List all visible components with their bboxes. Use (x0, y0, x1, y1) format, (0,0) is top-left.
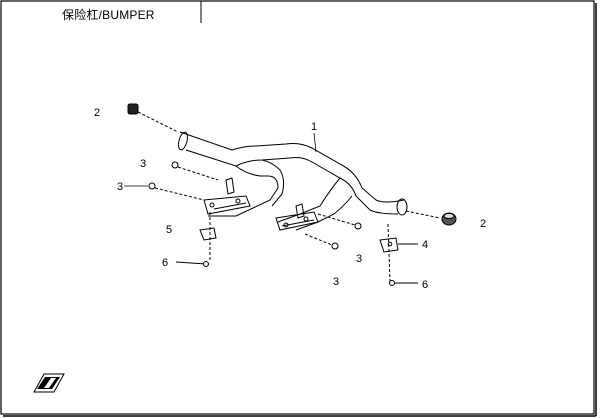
callout-1: 1 (311, 121, 317, 133)
callout-2-left: 2 (94, 107, 100, 119)
callout-3-left: 3 (117, 181, 123, 193)
bolt-mid (304, 233, 339, 250)
callout-3-upper: 3 (140, 158, 146, 170)
bolt-upper (171, 161, 219, 181)
callout-3-mid: 3 (356, 253, 362, 265)
bolt-left (148, 182, 205, 201)
pin-right (389, 280, 418, 286)
bracket-left (199, 212, 217, 262)
end-cap-right (405, 210, 457, 226)
end-cap-left (127, 103, 179, 133)
bracket-right (379, 223, 418, 283)
page-title: 保险杠/BUMPER (62, 8, 155, 22)
callout-2-right: 2 (480, 218, 486, 230)
pin-left (175, 261, 209, 267)
callout-6-right: 6 (422, 279, 428, 291)
callout-4: 4 (422, 239, 428, 251)
callout-3-lower: 3 (333, 276, 339, 288)
cfmoto-logo (33, 373, 65, 393)
bumper-tube (177, 131, 408, 231)
leader-1 (313, 132, 317, 153)
callout-6-left: 6 (162, 257, 168, 269)
callout-5: 5 (166, 224, 172, 236)
bolt-lower (317, 213, 362, 230)
